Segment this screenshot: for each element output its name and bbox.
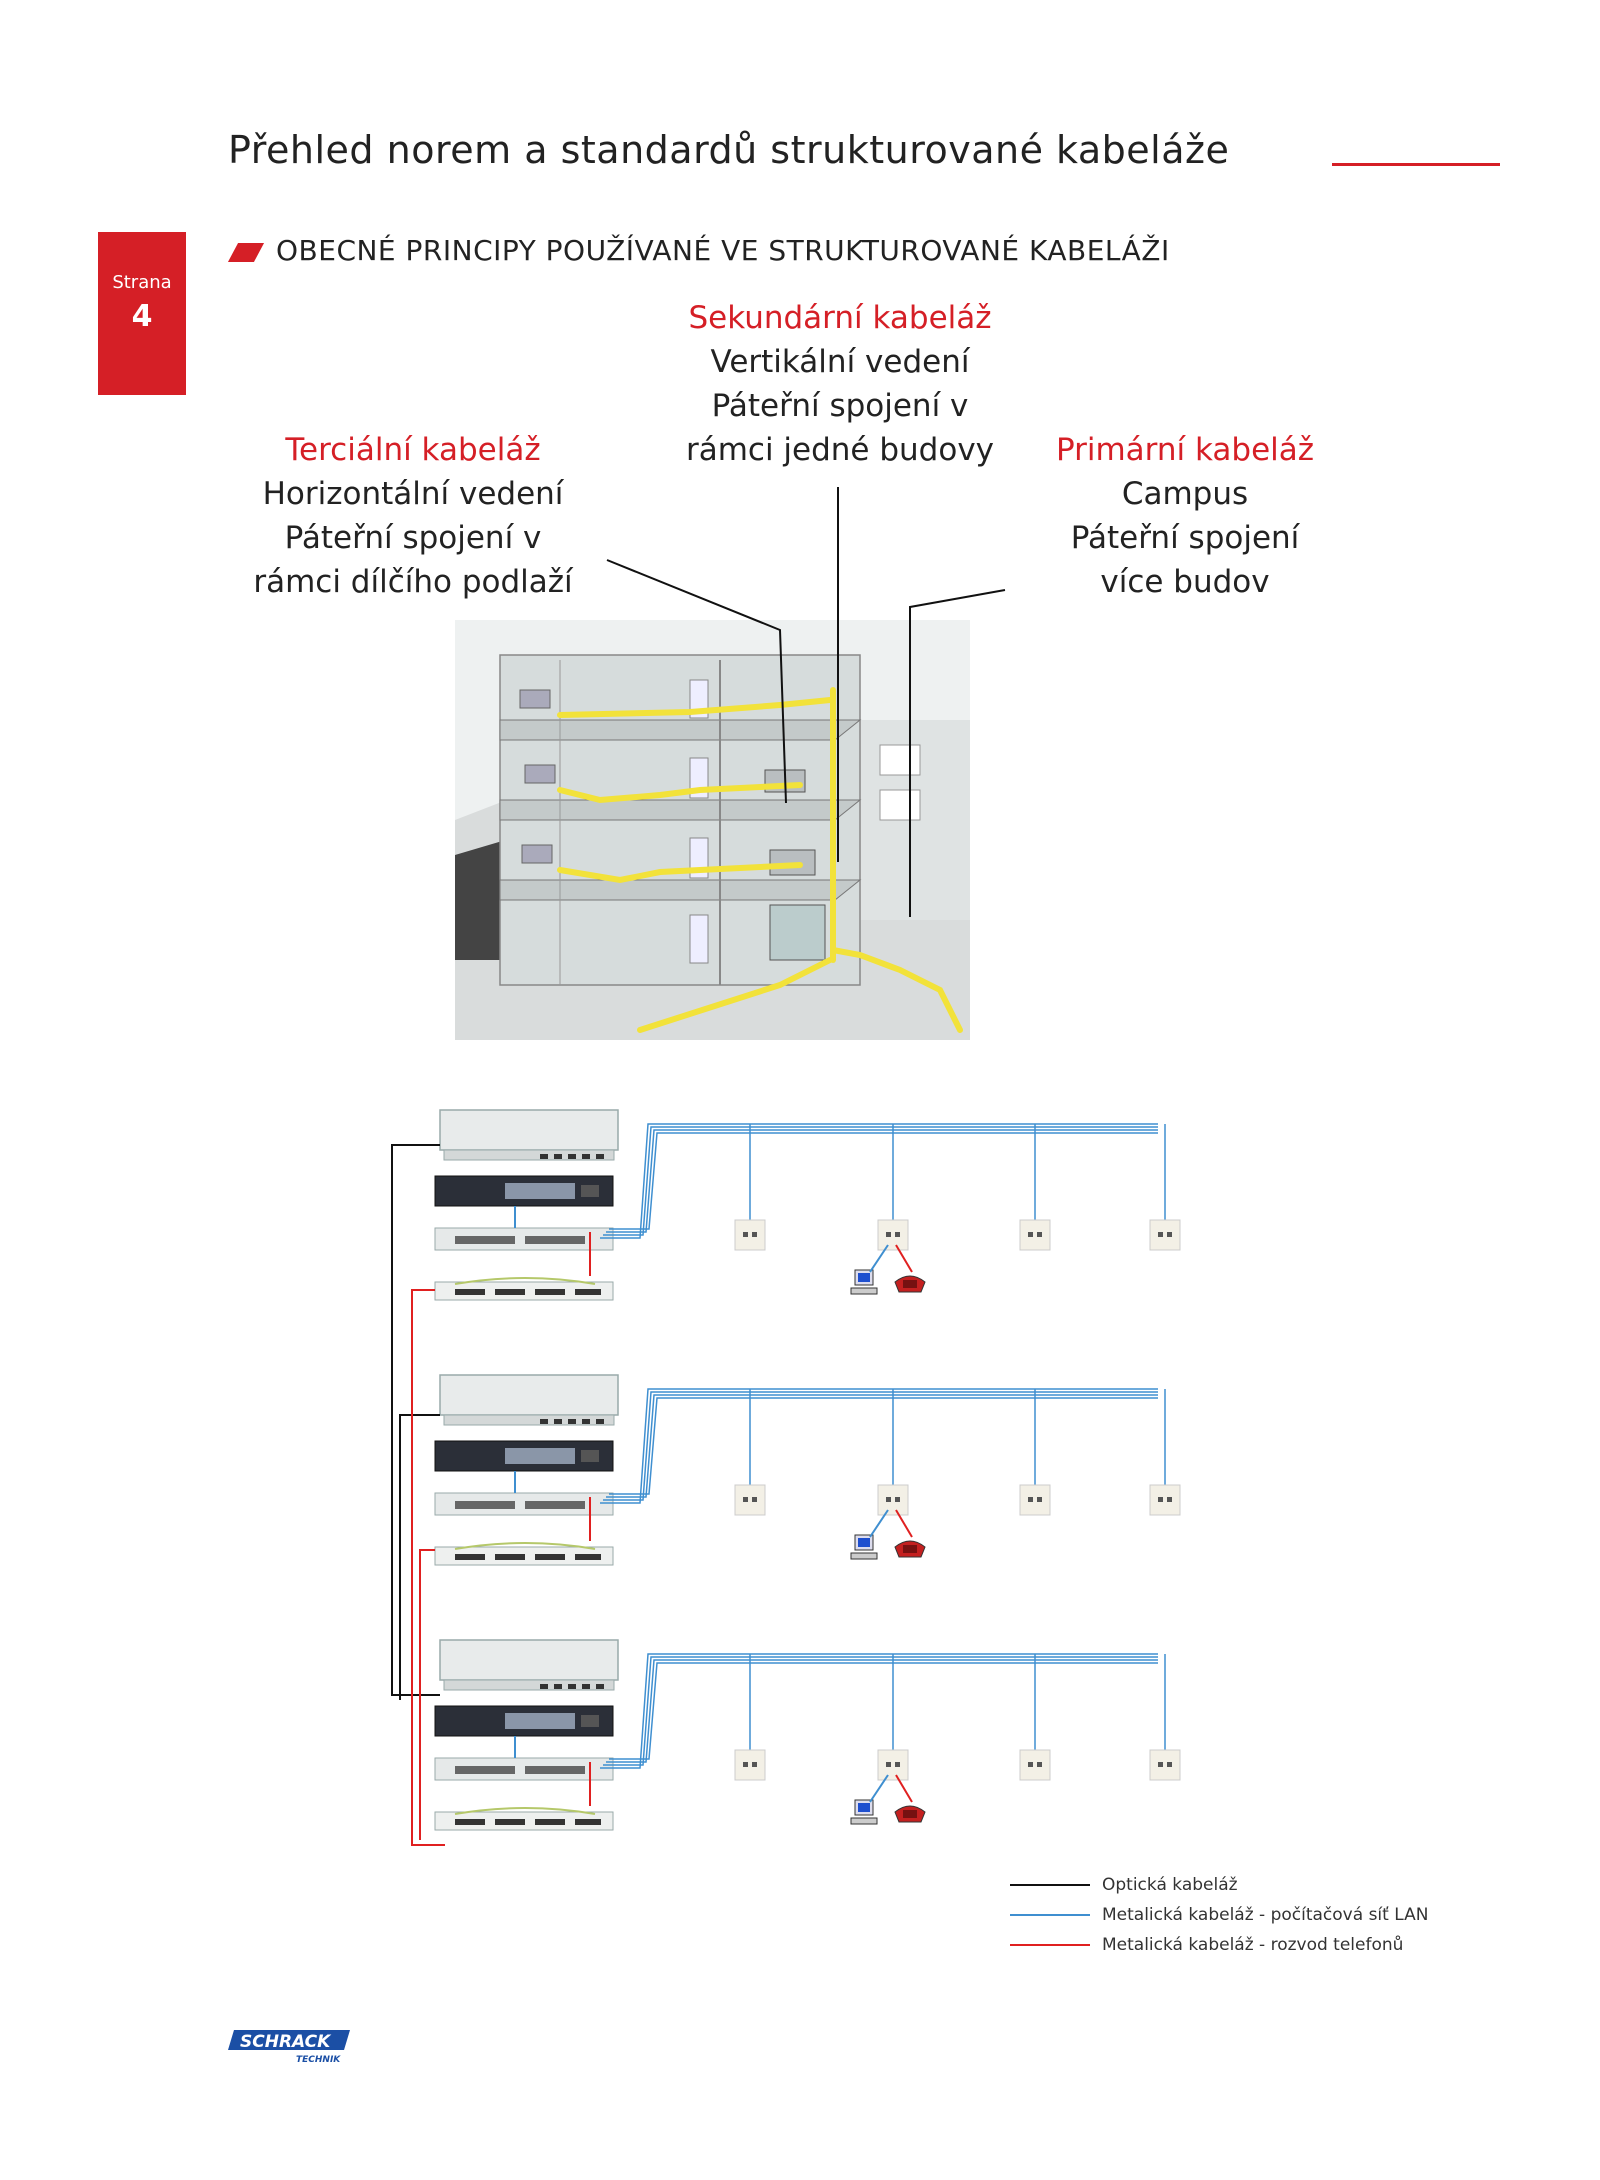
computer-icon [850,1799,878,1825]
telephone-patch-panel-icon [434,1807,614,1831]
wall-outlet-icon [734,1749,766,1781]
lan-patch-panel-icon [434,1492,614,1516]
fiber-backbone [391,1144,440,1696]
lan-cable-to-computer [869,1244,889,1273]
legend-label: Optická kabeláž [1102,1875,1238,1895]
lan-cable [606,1394,1158,1498]
lan-patch-panel-icon [434,1757,614,1781]
legend-item-phone: Metalická kabeláž - rozvod telefonů [1010,1930,1428,1960]
fiber-patch-panel-icon [439,1639,619,1691]
lan-cable [609,1397,1158,1495]
page-tab: Strana 4 [98,232,186,395]
secondary-cabling-line: Vertikální vedení [710,344,970,380]
primary-cabling-label: Primární kabeláž Campus Páteřní spojení … [1040,428,1330,604]
page-tab-label: Strana [112,272,172,293]
svg-text:SCHRACK: SCHRACK [240,2032,332,2052]
primary-cabling-line: více budov [1100,564,1270,600]
legend-label: Metalická kabeláž - rozvod telefonů [1102,1935,1404,1955]
lan-cable [603,1656,1158,1766]
section-heading: OBECNÉ PRINCIPY POUŽÍVANÉ VE STRUKTUROVA… [276,234,1170,267]
phone-backbone [419,1549,435,1840]
secondary-cabling-line: Páteřní spojení v [711,388,969,424]
secondary-cabling-line: rámci jedné budovy [685,432,995,468]
computer-icon [850,1534,878,1560]
wall-outlet-icon [1019,1749,1051,1781]
fiber-patch-panel-icon [439,1109,619,1161]
wall-outlet-icon [734,1219,766,1251]
yellow-cables [557,687,963,1033]
fiber-backbone [399,1414,440,1700]
lan-cable [600,1653,1158,1769]
tertiary-cabling-line: Páteřní spojení v [284,520,542,556]
legend-swatch [1010,1914,1090,1916]
wall-outlet-icon [877,1219,909,1251]
page-number: 4 [131,299,153,334]
lan-cable [606,1129,1158,1233]
lan-cable [606,1659,1158,1763]
wall-outlet-icon [1019,1484,1051,1516]
wall-outlet-icon [1149,1219,1181,1251]
legend: Optická kabeláž Metalická kabeláž - počí… [1010,1870,1428,1960]
network-switch-icon [434,1175,614,1207]
telephone-patch-panel-icon [434,1277,614,1301]
lan-cable [600,1123,1158,1239]
telephone-icon [894,1540,926,1558]
lan-cable [603,1126,1158,1236]
tertiary-cabling-line: Horizontální vedení [262,476,564,512]
primary-cabling-heading: Primární kabeláž [1055,432,1315,468]
legend-label: Metalická kabeláž - počítačová síť LAN [1102,1905,1429,1925]
legend-item-fiber: Optická kabeláž [1010,1870,1428,1900]
secondary-cabling-heading: Sekundární kabeláž [688,300,992,336]
phone-backbone [411,1289,445,1846]
lan-cable [603,1391,1158,1501]
primary-cabling-line: Campus [1121,476,1249,512]
network-switch-icon [434,1705,614,1737]
wall-outlet-icon [1019,1219,1051,1251]
computer-icon [850,1269,878,1295]
telephone-icon [894,1275,926,1293]
leader-lines [606,487,1006,917]
secondary-cabling-label: Sekundární kabeláž Vertikální vedení Pát… [660,296,1020,472]
telephone-patch-panel-icon [434,1542,614,1566]
lan-cable-to-computer [869,1509,889,1538]
tertiary-cabling-label: Terciální kabeláž Horizontální vedení Pá… [248,428,578,604]
wall-outlet-icon [1149,1749,1181,1781]
lan-cable-to-computer [869,1774,889,1803]
lan-cable [609,1132,1158,1230]
wall-outlet-icon [734,1484,766,1516]
lan-cable [600,1388,1158,1504]
wall-outlet-icon [877,1484,909,1516]
legend-swatch [1010,1944,1090,1946]
phone-cable-to-telephone [895,1509,913,1538]
fiber-patch-panel-icon [439,1374,619,1426]
wall-outlet-icon [1149,1484,1181,1516]
primary-cabling-line: Páteřní spojení [1070,520,1300,556]
phone-cable-to-telephone [895,1244,913,1273]
tertiary-cabling-heading: Terciální kabeláž [285,432,541,468]
building-illustration [455,487,1006,1040]
svg-text:TECHNIK: TECHNIK [296,2055,341,2065]
phone-cable-to-telephone [895,1774,913,1803]
schrack-logo: SCHRACK TECHNIK [228,2030,350,2065]
legend-swatch [1010,1884,1090,1886]
network-switch-icon [434,1440,614,1472]
lan-patch-panel-icon [434,1227,614,1251]
tertiary-cabling-line: rámci dílčího podlaží [253,564,573,600]
legend-item-lan: Metalická kabeláž - počítačová síť LAN [1010,1900,1428,1930]
title-rule [1332,163,1500,166]
wall-outlet-icon [877,1749,909,1781]
page-title: Přehled norem a standardů strukturované … [228,128,1230,172]
telephone-icon [894,1805,926,1823]
lan-cable [609,1662,1158,1760]
